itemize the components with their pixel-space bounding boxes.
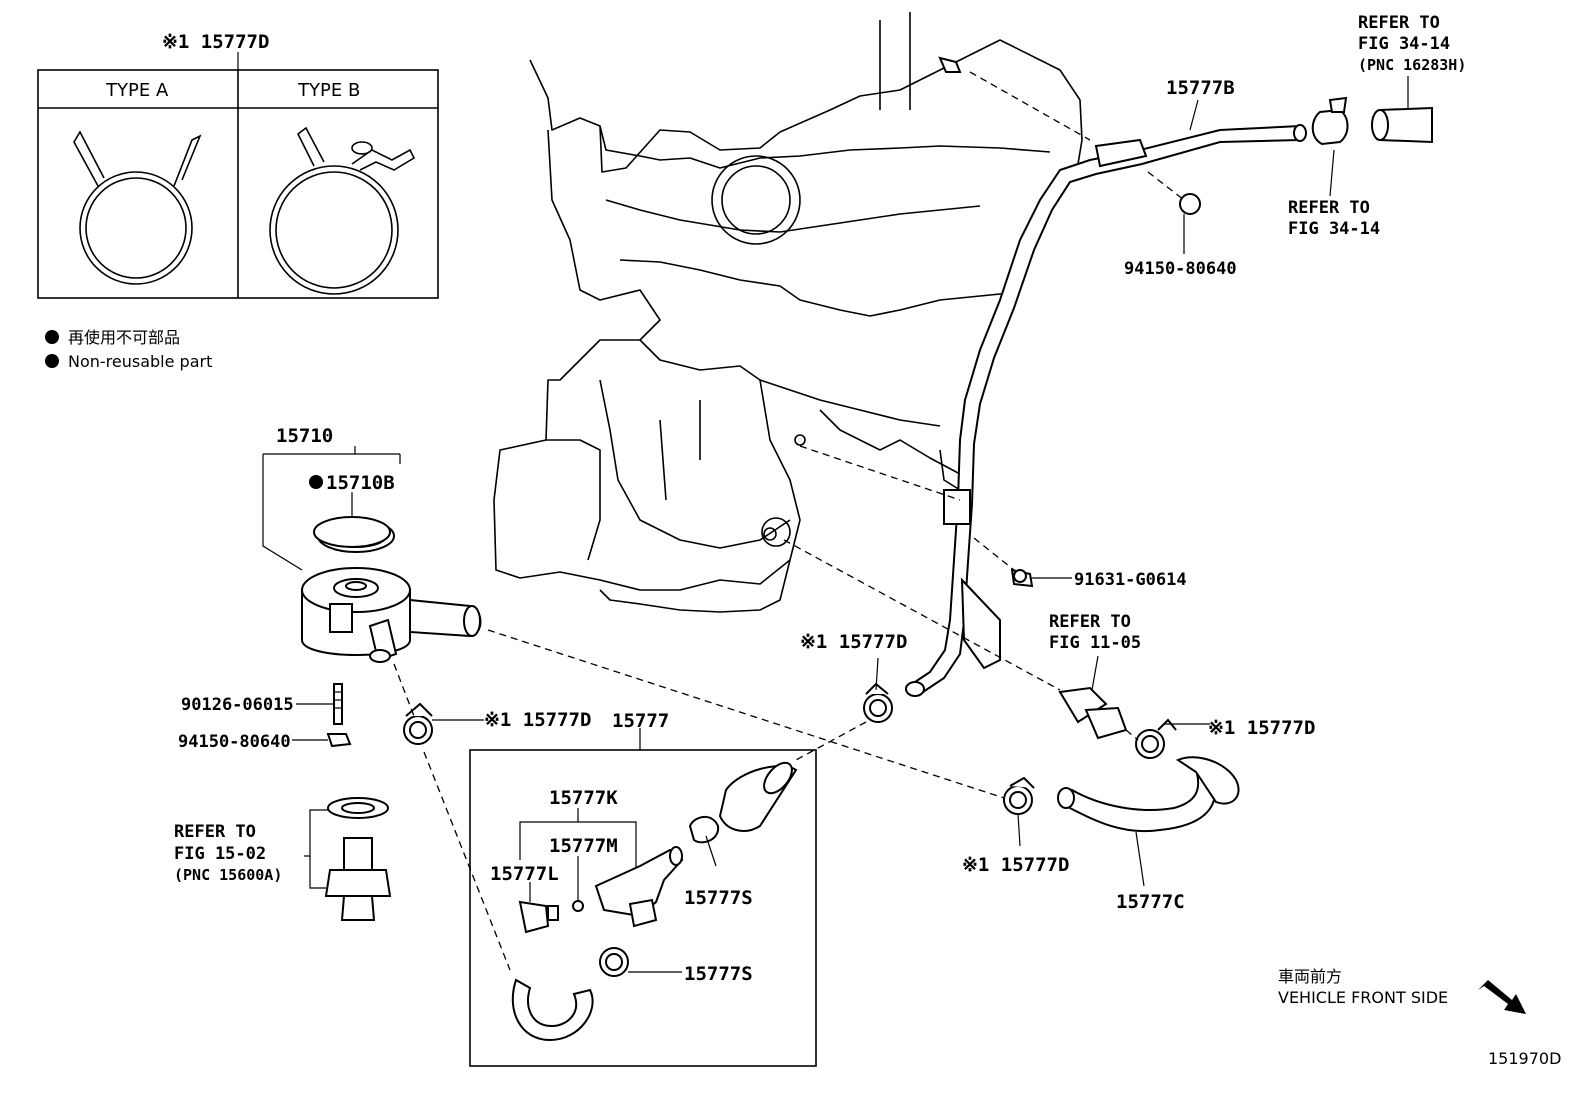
- stud-bolt-90126: [326, 683, 352, 748]
- leader-lines: [262, 76, 1409, 973]
- ref-34-14-top-line2: FIG 34-14: [1358, 34, 1450, 54]
- type-b-label: TYPE B: [297, 80, 360, 101]
- nonreusable-bullet-icon: [45, 354, 59, 368]
- ref-15-02-line1: REFER TO: [174, 822, 256, 842]
- clamp-type-a-icon: [73, 130, 202, 285]
- pipe-15777B: [905, 124, 1307, 697]
- clamp-type-b-icon: [269, 126, 416, 295]
- gasket-15710B: [313, 516, 391, 548]
- hose-kit-15777-box: [469, 749, 817, 1067]
- ref-34-14-mid-line2: FIG 34-14: [1288, 219, 1380, 239]
- bolt-top: [938, 56, 1201, 215]
- reference-labels: REFER TO FIG 34-14 (PNC 16283H) REFER TO…: [174, 13, 1466, 884]
- label-15777M: 15777M: [549, 835, 618, 857]
- vehicle-front-indicator: 車両前方 VEHICLE FRONT SIDE: [1278, 967, 1526, 1014]
- ref-34-14-top-line1: REFER TO: [1358, 13, 1440, 33]
- ref-34-14-top-line3: (PNC 16283H): [1358, 56, 1466, 74]
- label-94150-80640-top: 94150-80640: [1124, 259, 1237, 279]
- label-91631-G0614: 91631-G0614: [1074, 570, 1187, 590]
- clamp-left: [403, 702, 433, 745]
- label-15710: 15710: [276, 425, 333, 447]
- arrow-down-right-icon: [1478, 980, 1526, 1014]
- ref-15-02-line3: (PNC 15600A): [174, 866, 282, 884]
- type-a-label: TYPE A: [105, 80, 169, 101]
- ref-11-05-line1: REFER TO: [1049, 612, 1131, 632]
- clamp-mid: [863, 682, 893, 723]
- label-15777D-bottom: ※1 15777D: [962, 854, 1069, 876]
- bolt-91631: [1010, 568, 1034, 588]
- nonreusable-bullet-icon: [309, 475, 323, 489]
- ref-15-02-line2: FIG 15-02: [174, 844, 266, 864]
- oil-filter-union: [324, 797, 392, 921]
- label-15777S-a: 15777S: [684, 887, 753, 909]
- label-15777L: 15777L: [490, 863, 559, 885]
- clamp-right: [1135, 718, 1177, 759]
- label-15777S-b: 15777S: [684, 963, 753, 985]
- label-15710B: 15710B: [326, 472, 395, 494]
- hose-ref-34-14: [1311, 96, 1433, 146]
- union-fig-11-05: [1058, 686, 1128, 740]
- label-15777: 15777: [612, 710, 669, 732]
- nonreusable-jp: 再使用不可部品: [68, 328, 180, 347]
- nonreusable-bullet-icon: [45, 330, 59, 344]
- label-15777D-left: ※1 15777D: [484, 709, 591, 731]
- figure-id: 151970D: [1488, 1049, 1561, 1068]
- ref-34-14-mid-line1: REFER TO: [1288, 198, 1370, 218]
- nonreusable-en: Non-reusable part: [68, 352, 212, 371]
- part-labels: 15710 15710B 90126-06015 94150-80640 ※1 …: [178, 77, 1315, 985]
- label-15777C: 15777C: [1116, 891, 1185, 913]
- label-15777D-right: ※1 15777D: [1208, 717, 1315, 739]
- vehicle-front-en: VEHICLE FRONT SIDE: [1278, 988, 1448, 1007]
- label-15777D-mid: ※1 15777D: [800, 631, 907, 653]
- hose-15777C: [1057, 756, 1240, 833]
- label-15777B: 15777B: [1166, 77, 1235, 99]
- label-94150-80640-left: 94150-80640: [178, 732, 291, 752]
- clamp-bottom: [1003, 776, 1035, 815]
- legend-part-label: ※1 15777D: [162, 31, 269, 53]
- vehicle-front-jp: 車両前方: [1278, 967, 1342, 986]
- label-15777K: 15777K: [549, 787, 618, 809]
- label-90126-06015: 90126-06015: [181, 695, 294, 715]
- assembly-dashed-lines: [393, 71, 1185, 971]
- clamp-type-legend: ※1 15777D TYPE A TYPE B 再使用不可部品 Non-reus…: [37, 31, 439, 371]
- ref-11-05-line2: FIG 11-05: [1049, 633, 1141, 653]
